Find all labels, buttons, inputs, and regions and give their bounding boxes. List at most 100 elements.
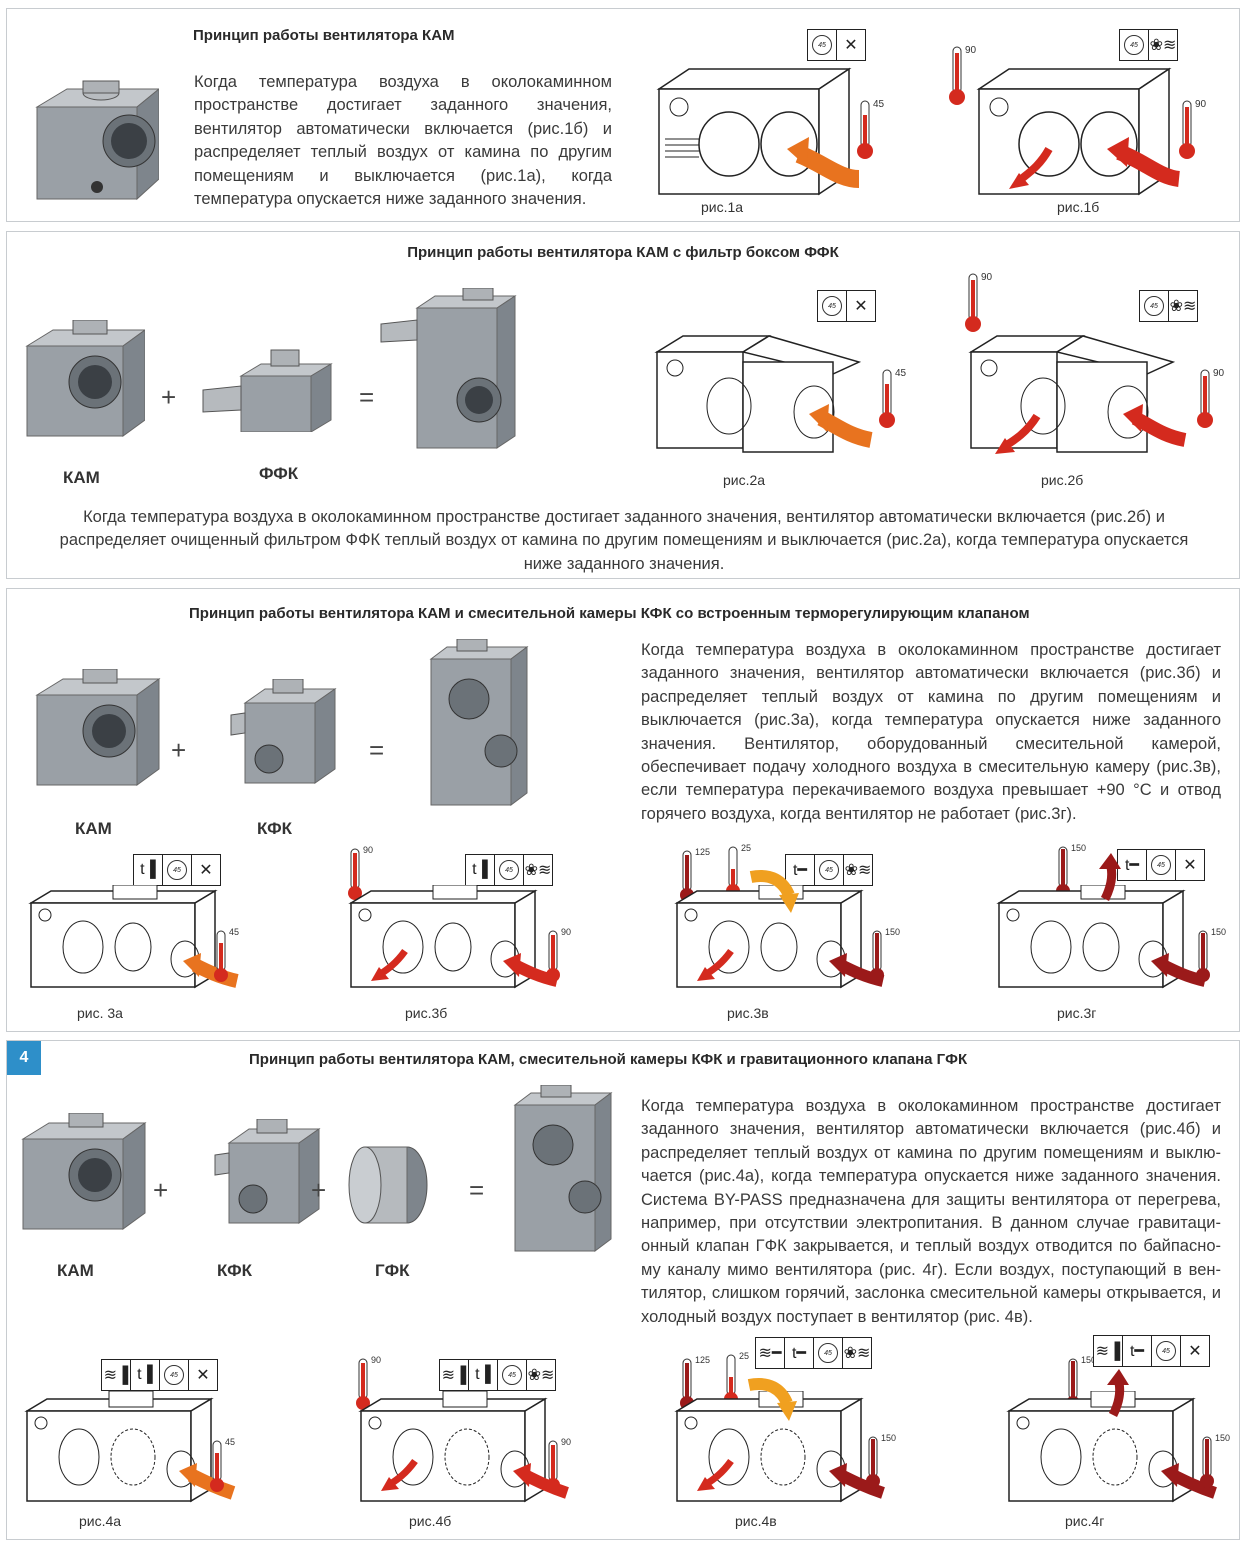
bypass-icon: ≋▐ [1094, 1336, 1123, 1366]
thermostat-dial-icon: 45 [160, 1360, 189, 1390]
temp-label: 25 [741, 843, 752, 853]
valve-t-open-icon: t━ [1123, 1336, 1152, 1366]
valve-t-open-icon: t━ [786, 855, 815, 885]
valve-t-icon: t▐ [131, 1360, 160, 1390]
thermostat-dial-icon: 45 [495, 855, 524, 885]
label-kam: КАМ [75, 819, 112, 838]
ffk-filter-box-photo [201, 346, 341, 433]
label-ffk: ФФК [259, 464, 299, 483]
icon-group-1a: 45 ✕ [807, 29, 866, 61]
equals-sign: = [359, 382, 375, 412]
valve-t-icon: t▐ [134, 855, 163, 885]
thermometer-4b-left: 90 [351, 1351, 395, 1421]
caption-fig-4v: рис.4в [735, 1513, 777, 1529]
thermostat-dial-icon: 45 [818, 291, 847, 321]
section-1-title: Принцип работы вентилятора КАМ [193, 27, 455, 44]
icon-group-3b: t▐ 45 ❀≋ [465, 854, 553, 886]
temp-label: 45 [895, 368, 907, 379]
diagram-fig-1a [656, 67, 860, 196]
thermometer-3a: 45 [209, 923, 253, 993]
fan-on-icon: ❀≋ [524, 862, 552, 879]
caption-fig-3v: рис.3в [727, 1005, 769, 1021]
label-kam: КАМ [63, 468, 100, 487]
caption-fig-1a: рис.1а [701, 199, 744, 215]
temp-label: 150 [1211, 927, 1227, 937]
gfk-gravity-valve-photo [347, 1139, 433, 1229]
label-kfk: КФК [217, 1261, 253, 1280]
caption-fig-4b: рис.4б [409, 1513, 452, 1529]
icon-group-4g: ≋▐ t━ 45 ✕ [1093, 1335, 1210, 1367]
icon-group-4b: ≋▐ t▐ 45 ❀≋ [439, 1359, 556, 1391]
caption-fig-4a: рис.4а [79, 1513, 122, 1529]
diagram-fig-4v [674, 1391, 885, 1503]
thermostat-dial-icon: 45 [808, 30, 837, 60]
thermostat-dial-icon: 45 [1120, 30, 1149, 60]
label-gfk: ГФК [375, 1261, 410, 1280]
temp-label: 90 [965, 45, 977, 56]
thermostat-dial-icon: 45 [814, 1338, 843, 1368]
bypass-closed-icon: ≋━ [756, 1338, 785, 1368]
thermometer-3g-right: 150 [1191, 923, 1235, 993]
fan-off-icon: ✕ [854, 298, 868, 315]
diagram-fig-3a [28, 885, 239, 989]
label-kam: КАМ [57, 1261, 94, 1280]
thermometer-1b-left: 90 [945, 39, 989, 109]
section-1: Принцип работы вентилятора КАМ Когда тем… [6, 8, 1240, 222]
equals-sign: = [369, 735, 385, 765]
icon-group-1b: 45 ❀≋ [1119, 29, 1178, 61]
thermometer-4v-right: 150 [861, 1429, 905, 1499]
hot-air-exhaust-arrow [1107, 1369, 1129, 1417]
icon-group-4v: ≋━ t━ 45 ❀≋ [755, 1337, 872, 1369]
caption-fig-2a: рис.2а [723, 472, 766, 488]
temp-label: 150 [881, 1433, 897, 1443]
kam-kfk-assembly-photo [421, 638, 531, 809]
temp-label: 90 [371, 1355, 382, 1365]
temp-label: 125 [695, 1355, 711, 1365]
kam-fan-photo [17, 1112, 147, 1237]
plus-sign: + [153, 1175, 169, 1205]
thermostat-dial-icon: 45 [1140, 291, 1169, 321]
kam-fan-photo [29, 79, 161, 209]
section-2: Принцип работы вентилятора КАМ с фильтр … [6, 231, 1240, 579]
section-3-title: Принцип работы вентилятора КАМ и смесите… [189, 605, 1030, 622]
fan-on-icon: ❀≋ [843, 1345, 871, 1362]
bypass-icon: ≋▐ [440, 1360, 469, 1390]
temp-label: 90 [1213, 368, 1225, 379]
kam-fan-photo [31, 668, 161, 793]
temp-label: 45 [225, 1437, 236, 1447]
caption-fig-4g: рис.4г [1065, 1513, 1105, 1529]
kam-kfk-gfk-assembly-photo [505, 1084, 615, 1255]
temp-label: 150 [1071, 843, 1087, 853]
temp-label: 125 [695, 847, 711, 857]
icon-group-3a: t▐ 45 ✕ [133, 854, 221, 886]
thermometer-2a: 45 [875, 362, 919, 432]
diagram-fig-1b [976, 67, 1181, 196]
section-3-text: Когда температура воздуха в околокаминно… [641, 641, 1221, 823]
icon-group-3g: t━ 45 ✕ [1117, 849, 1205, 881]
thermometer-1b-right: 90 [1175, 93, 1219, 163]
kam-fan-photo [21, 319, 147, 444]
diagram-fig-2b [968, 335, 1187, 454]
kfk-mixing-chamber-photo [229, 678, 339, 789]
temp-label: 25 [739, 1351, 750, 1361]
temp-label: 90 [561, 927, 572, 937]
temp-label: 90 [363, 845, 374, 855]
thermometer-2b-right: 90 [1193, 362, 1237, 432]
fan-off-icon: ✕ [199, 862, 213, 879]
icon-group-4a: ≋▐ t▐ 45 ✕ [101, 1359, 218, 1391]
thermometer-4g-right: 150 [1195, 1429, 1239, 1499]
fan-on-icon: ❀≋ [527, 1367, 555, 1384]
temp-label: 90 [981, 272, 993, 283]
temp-label: 90 [561, 1437, 572, 1447]
thermometer-3b-right: 90 [541, 923, 585, 993]
plus-sign: + [311, 1175, 327, 1205]
hot-air-exhaust-arrow [1099, 853, 1121, 901]
fan-off-icon: ✕ [1188, 1343, 1202, 1360]
temp-label: 45 [873, 99, 885, 110]
section-4: 4 Принцип работы вентилятора КАМ, смесит… [6, 1040, 1240, 1540]
thermometer-4b-right: 90 [541, 1433, 585, 1503]
icon-group-2b: 45 ❀≋ [1139, 290, 1198, 322]
valve-t-open-icon: t━ [785, 1338, 814, 1368]
fan-on-icon: ❀≋ [1169, 298, 1197, 315]
diagram-fig-4b [358, 1391, 569, 1503]
